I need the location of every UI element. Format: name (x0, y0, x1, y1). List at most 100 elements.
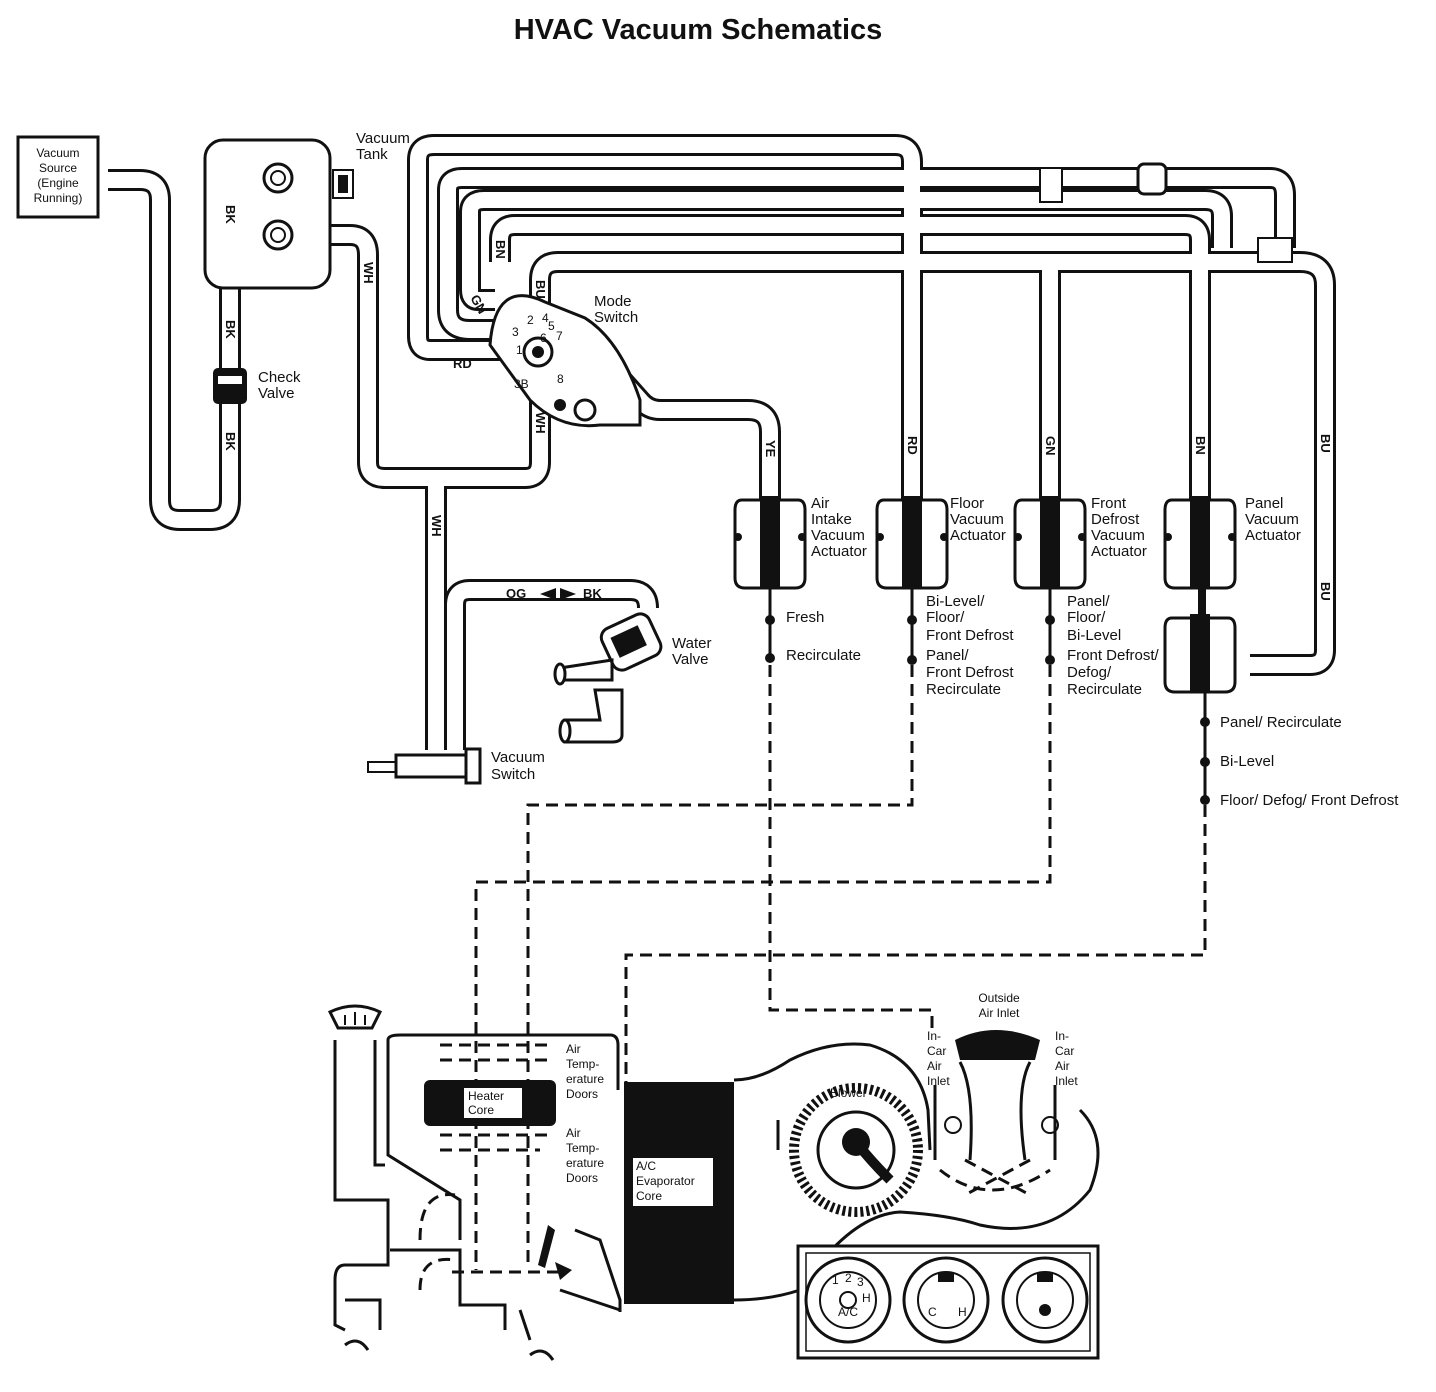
vacuum-source-label-1: Vacuum (36, 146, 79, 160)
floor-pos-3: Front Defrost (926, 627, 1014, 644)
air-intake-label-1: Air (811, 495, 829, 512)
mode-port-6: 6 (540, 331, 547, 345)
front-defrost-label-1: Front (1091, 495, 1127, 512)
temp-knob-c: C (928, 1305, 937, 1319)
outside-air-label-2: Air Inlet (979, 1006, 1020, 1020)
hvac-control-panel: 1 2 3 H A/C C H (796, 1244, 1100, 1360)
hose-label-rd-2: RD (905, 436, 920, 455)
evaporator-label-2: Evaporator (636, 1174, 695, 1188)
hose-label-bk-1: BK (223, 205, 238, 224)
in-car-right-label-4: Inlet (1055, 1074, 1078, 1088)
vacuum-source-label-3: (Engine (37, 176, 79, 190)
front-defrost-pos-5: Defog/ (1067, 664, 1112, 681)
temperature-knob: C H (902, 1256, 990, 1344)
in-car-left-label-1: In- (927, 1029, 941, 1043)
floor-label-2: Vacuum (950, 511, 1004, 528)
temp-doors-label-6: Temp- (566, 1141, 599, 1155)
check-valve-label-2: Valve (258, 385, 294, 402)
diagram-title: HVAC Vacuum Schematics (513, 14, 883, 46)
vacuum-switch-label-1: Vacuum (491, 749, 545, 766)
temp-doors-label-3: erature (566, 1072, 604, 1086)
water-valve: Water Valve (553, 612, 711, 744)
in-car-left-label-2: Car (927, 1044, 946, 1058)
panel-pos-2: Bi-Level (1220, 753, 1274, 770)
hose-label-bn: BN (493, 240, 508, 259)
panel-pos-1: Panel/ Recirculate (1220, 714, 1342, 731)
in-car-right-label-2: Car (1055, 1044, 1074, 1058)
mode-port-5: 5 (548, 319, 555, 333)
in-car-right-label-3: Air (1055, 1059, 1070, 1073)
front-defrost-actuator: Front Defrost Vacuum Actuator Panel/ Flo… (1013, 495, 1160, 698)
panel-label-2: Vacuum (1245, 511, 1299, 528)
fan-knob-2: 2 (845, 1271, 852, 1285)
mode-switch: 3 2 4 7 8 1 5 6 3B Mode Switch (488, 293, 642, 428)
hose-label-wh-1: WH (361, 262, 376, 284)
hose-label-rd: RD (453, 356, 472, 371)
hose-label-bu-2: BU (1318, 434, 1333, 453)
front-defrost-label-3: Vacuum (1091, 527, 1145, 544)
temp-doors-label-7: erature (566, 1156, 604, 1170)
air-intake-label-3: Vacuum (811, 527, 865, 544)
fan-knob-ac: A/C (838, 1305, 858, 1319)
front-defrost-pos-3: Bi-Level (1067, 627, 1121, 644)
floor-pos-4: Panel/ (926, 647, 969, 664)
hose-label-ye-2: YE (763, 440, 778, 458)
og-bk-arrow-icon (540, 588, 576, 600)
vacuum-tank-label-2: Tank (356, 146, 388, 163)
vacuum-source: Vacuum Source (Engine Running) (16, 135, 100, 219)
panel-actuator: Panel Vacuum Actuator Panel/ Recirculate… (1163, 495, 1399, 809)
front-defrost-label-4: Actuator (1091, 543, 1147, 560)
mode-port-1: 1 (516, 343, 523, 357)
mode-switch-label-2: Switch (594, 309, 638, 326)
in-car-left-label-3: Air (927, 1059, 942, 1073)
outside-air-label-1: Outside (978, 991, 1020, 1005)
vacuum-tank: Vacuum Tank (203, 130, 410, 290)
floor-actuator: Floor Vacuum Actuator Bi-Level/ Floor/ F… (875, 495, 1014, 698)
mode-port-2: 2 (527, 313, 534, 327)
in-car-left-label-4: Inlet (927, 1074, 950, 1088)
air-intake-label-2: Intake (811, 511, 852, 528)
panel-label-3: Actuator (1245, 527, 1301, 544)
fan-knob-3: 3 (857, 1275, 864, 1289)
mode-port-8: 8 (557, 372, 564, 386)
temp-doors-label-8: Doors (566, 1171, 598, 1185)
mode-switch-label-1: Mode (594, 293, 632, 310)
front-defrost-pos-4: Front Defrost/ (1067, 647, 1160, 664)
hose-label-bk-2: BK (223, 320, 238, 339)
hose-junctions (1039, 162, 1293, 263)
vacuum-switch-label-2: Switch (491, 766, 535, 783)
floor-pos-1: Bi-Level/ (926, 593, 985, 610)
in-car-right-label-1: In- (1055, 1029, 1069, 1043)
evaporator-label-1: A/C (636, 1159, 656, 1173)
hose-color-labels: BK BK BK WH WH WH RD GN BN BU YE YE RD G… (223, 205, 1333, 601)
front-defrost-pos-6: Recirculate (1067, 681, 1142, 698)
mode-port-3b: 3B (514, 377, 529, 391)
fan-knob: 1 2 3 H A/C (804, 1256, 892, 1344)
water-valve-label-1: Water (672, 635, 711, 652)
floor-label-3: Actuator (950, 527, 1006, 544)
hvac-housing: Heater Core Air Temp- erature Doors Air … (327, 991, 1100, 1361)
hose-label-wh-3: WH (533, 412, 548, 434)
front-defrost-label-2: Defrost (1091, 511, 1140, 528)
check-valve-label-1: Check (258, 369, 301, 386)
heater-core-label-1: Heater (468, 1089, 504, 1103)
air-intake-fresh: Fresh (786, 609, 824, 626)
front-defrost-pos-1: Panel/ (1067, 593, 1110, 610)
floor-label-1: Floor (950, 495, 984, 512)
hose-label-bk-4: BK (583, 586, 602, 601)
evaporator-label-3: Core (636, 1189, 662, 1203)
air-intake-actuator: Air Intake Vacuum Actuator Fresh Recircu… (733, 495, 867, 664)
floor-pos-5: Front Defrost (926, 664, 1014, 681)
temp-doors-label-2: Temp- (566, 1057, 599, 1071)
floor-pos-6: Recirculate (926, 681, 1001, 698)
fan-knob-h: H (862, 1291, 871, 1305)
mode-port-4: 4 (542, 311, 549, 325)
vacuum-hoses-inner (108, 137, 1333, 750)
mode-port-3: 3 (512, 325, 519, 339)
hose-label-bn-2: BN (1193, 436, 1208, 455)
temp-knob-h: H (958, 1305, 967, 1319)
vacuum-tank-label-1: Vacuum (356, 130, 410, 147)
temp-doors-label-5: Air (566, 1126, 581, 1140)
water-valve-label-2: Valve (672, 651, 708, 668)
hose-label-bu: BU (533, 280, 548, 299)
